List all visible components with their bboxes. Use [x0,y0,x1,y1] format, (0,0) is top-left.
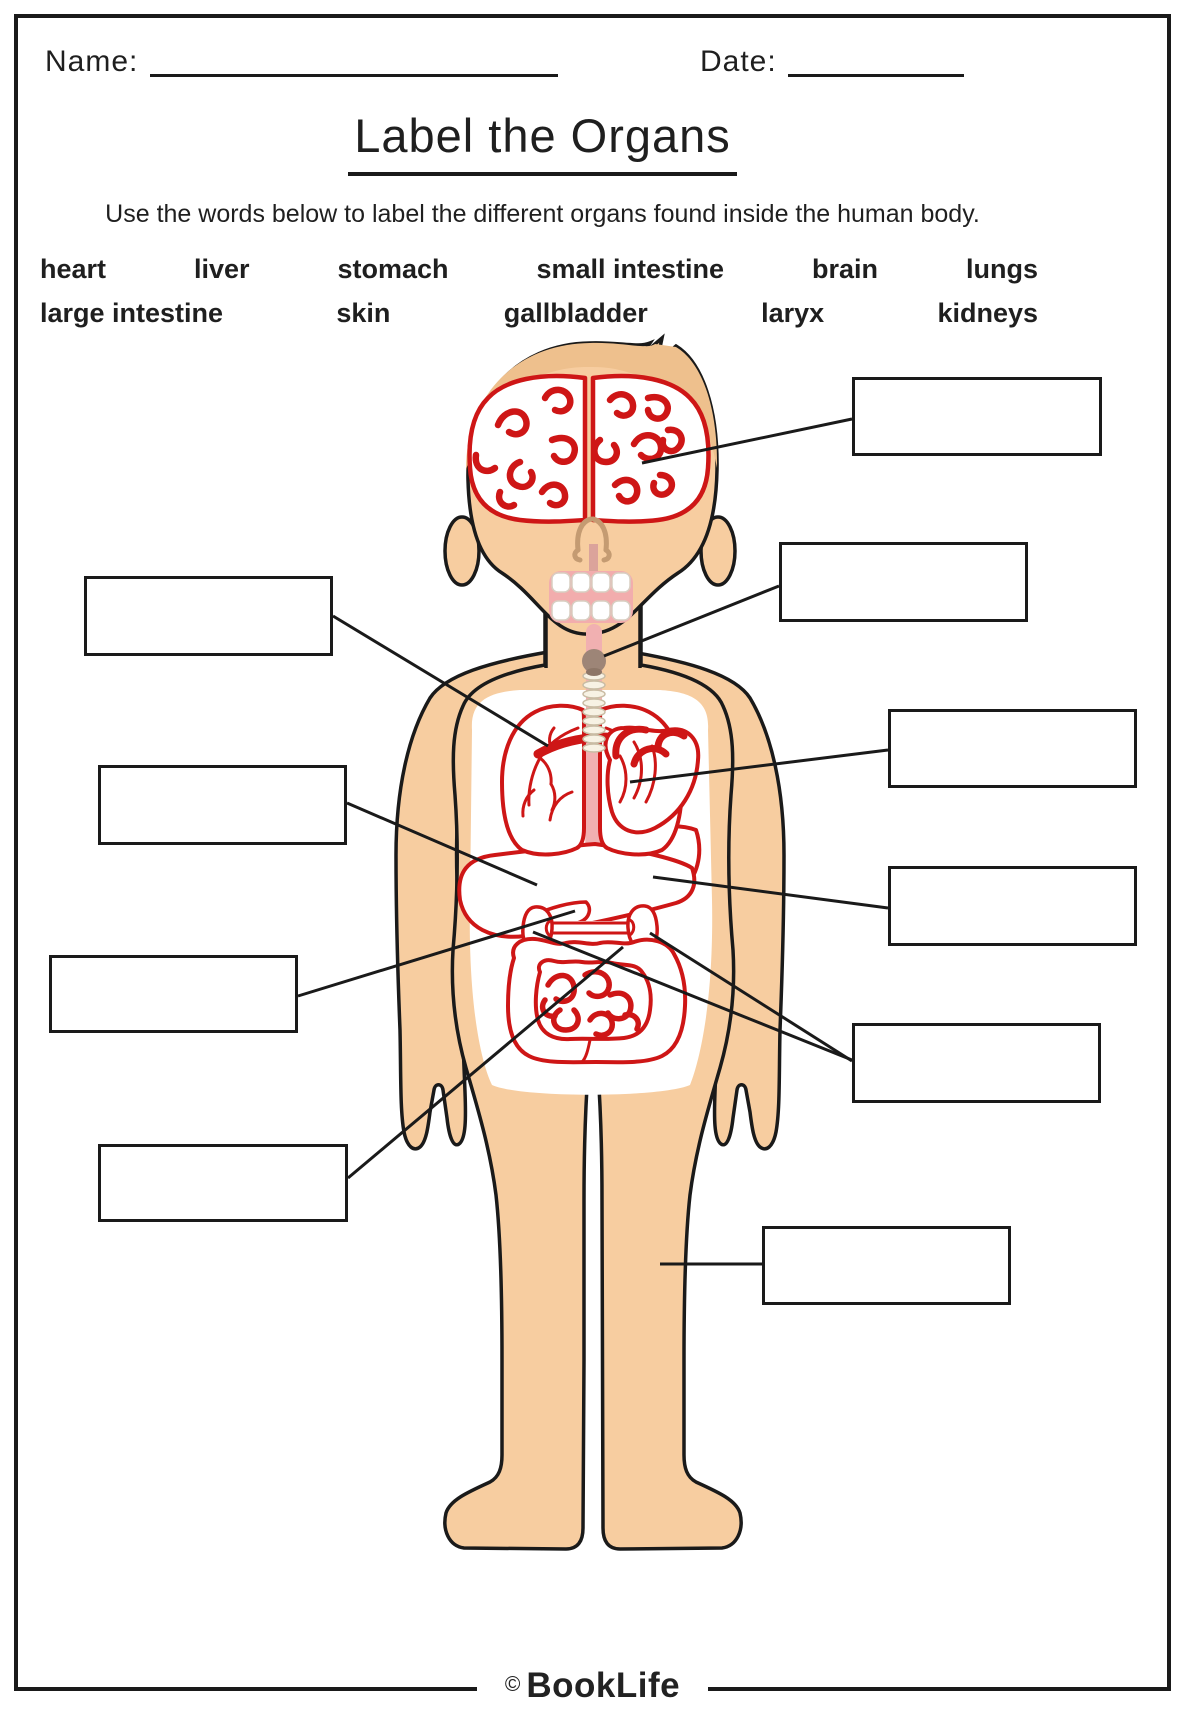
word-bank-row-2: large intestine skin gallbladder laryx kidne… [40,298,1038,329]
leader-line-left-2 [346,801,538,887]
page-title-text: Label the Organs [348,108,737,176]
leader-line-right-4 [652,875,889,910]
word-bank-row-1: heart liver stomach small intestine brain lun… [40,254,1038,285]
philtrum-graphic [589,544,598,574]
copyright-icon: © [504,1673,521,1696]
answer-box-right-3[interactable] [888,709,1137,788]
word-item: lungs [965,254,1038,284]
word-item: skin [336,298,391,328]
hair-graphic [466,342,718,470]
leader-lines [297,417,889,1266]
brain-graphic [467,373,711,524]
answer-box-left-4[interactable] [98,1144,348,1222]
answer-box-left-2[interactable] [98,765,347,845]
answer-box-right-4[interactable] [888,866,1137,946]
answer-box-right-2[interactable] [779,542,1028,622]
name-label: Name: [45,45,139,78]
mouth-graphic [549,571,633,623]
leader-line-left-1 [332,614,549,748]
leader-line-left-3 [297,909,576,998]
name-input-line[interactable] [150,74,558,77]
word-item: small intestine [536,254,725,284]
answer-box-left-3[interactable] [49,955,298,1033]
leader-line-left-4 [347,945,624,1180]
large-intestine-graphic [506,936,688,1065]
word-item: laryx [761,298,825,328]
word-item: liver [193,254,250,284]
brand-name: BookLife [526,1666,681,1705]
larynx-graphic [582,649,606,676]
leader-line-right-3 [629,748,889,784]
leader-line-right-5 [532,930,853,1062]
answer-box-right-1[interactable] [852,377,1102,456]
nose-graphic [572,516,612,563]
date-input-line[interactable] [788,74,964,77]
left-ear-graphic [443,515,481,587]
leader-line-right-2 [603,584,780,658]
footer-logo: ©BookLife [0,1666,1185,1706]
trachea-graphic [582,671,606,753]
leader-line-right-1 [641,417,853,465]
word-item: heart [40,254,107,284]
word-item: stomach [337,254,449,284]
date-label: Date: [700,45,777,78]
word-item: brain [812,254,879,284]
page-title: Label the Organs [0,108,1085,176]
page-border [14,14,1171,1691]
answer-box-right-5[interactable] [852,1023,1101,1103]
instruction-text: Use the words below to label the differe… [105,200,980,228]
word-item: gallbladder [503,298,648,328]
word-item: kidneys [937,298,1038,328]
duodenum-graphic [548,921,632,935]
answer-box-left-1[interactable] [84,576,333,656]
answer-box-right-6[interactable] [762,1226,1011,1305]
leader-line-right-5 [649,931,853,1063]
word-item: large intestine [40,298,224,328]
